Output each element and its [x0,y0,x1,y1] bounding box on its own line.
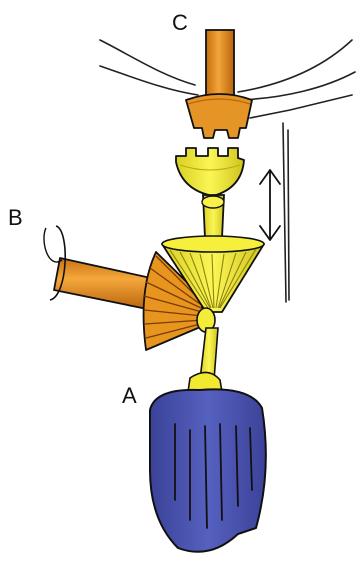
double-headed-arrow-icon [260,170,280,240]
label-b: B [8,207,23,229]
yellow-crown-coupling [176,148,244,196]
blue-handle [150,389,266,551]
shaft-a [188,328,222,397]
shaft-b [44,226,160,310]
label-c: C [172,12,188,34]
label-a: A [122,385,137,407]
yellow-gear-stem [202,195,224,238]
top-crown-coupling [186,94,252,138]
